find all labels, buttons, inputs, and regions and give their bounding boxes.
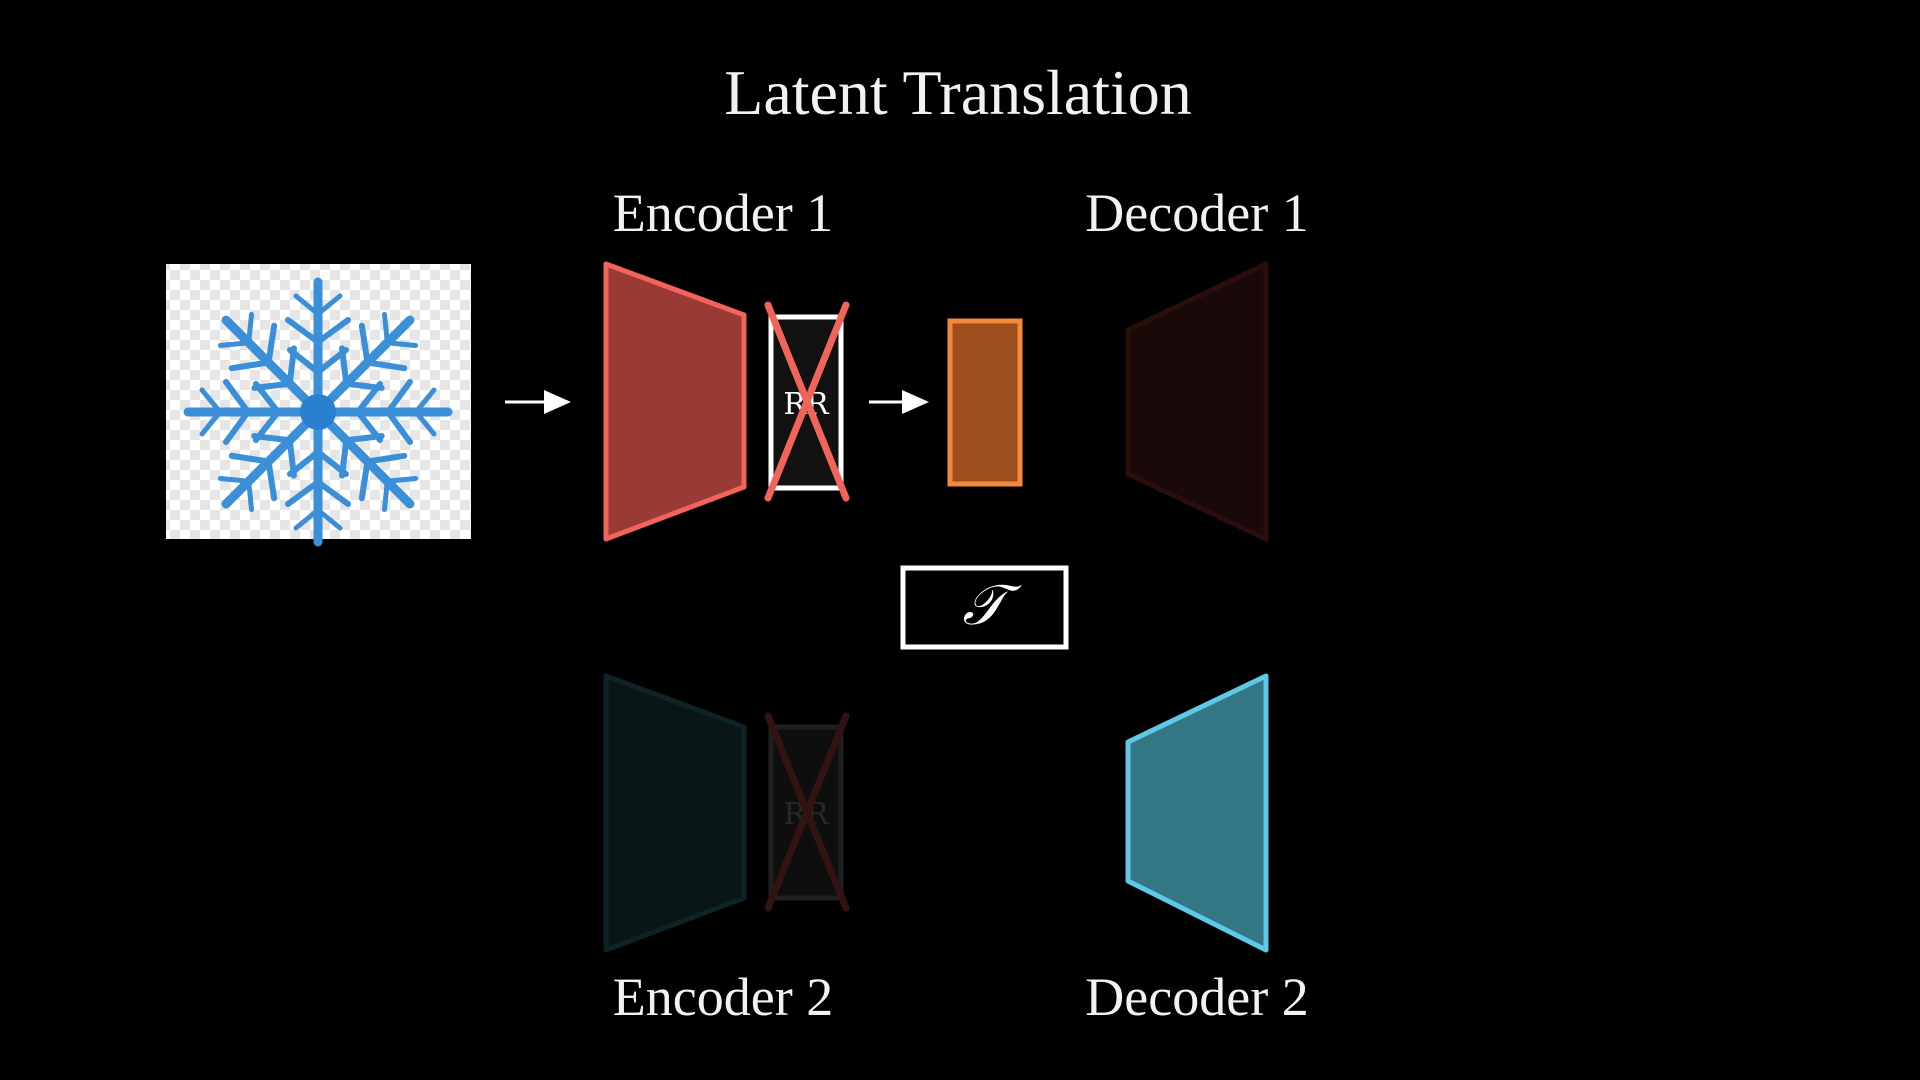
encoder-1-shape <box>603 261 747 542</box>
decoder-1-shape <box>1125 261 1269 542</box>
diagram-title: Latent Translation <box>724 57 1192 128</box>
encoder-2-shape <box>603 673 747 953</box>
decoder-1-label: Decoder 1 <box>1085 183 1309 243</box>
decoder-2-label: Decoder 2 <box>1085 967 1309 1027</box>
snowflake-image <box>166 264 471 542</box>
rr-block-1: RR <box>764 301 850 502</box>
rr-block-2: RR <box>764 712 850 912</box>
latent-vector <box>947 318 1023 487</box>
decoder-2-shape <box>1125 673 1269 953</box>
encoder-2-label: Encoder 2 <box>612 967 834 1027</box>
translation-box: 𝒯 <box>900 565 1069 650</box>
encoder-1-label: Encoder 1 <box>612 183 834 243</box>
